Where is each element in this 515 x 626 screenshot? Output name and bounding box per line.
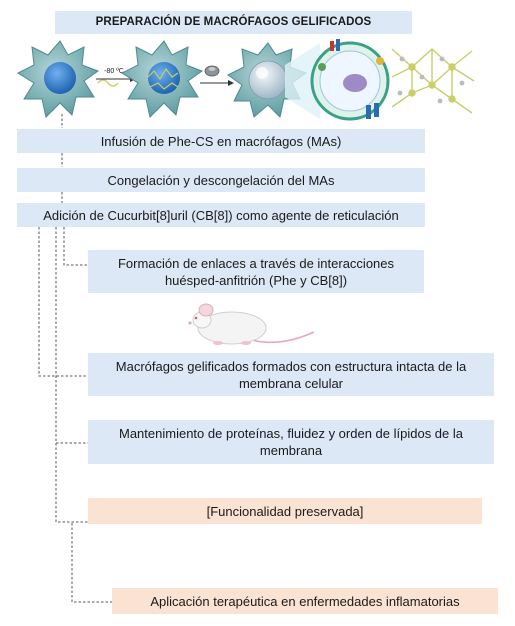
step-cb8-addition: Adición de Cucurbit[8]uril (CB[8]) como … [17,203,425,227]
macrophage-cell-icon [227,42,308,118]
step-membrane-maintenance: Mantenimiento de proteínas, fluidez y or… [88,420,494,464]
step-freeze-thaw: Congelación y descongelación del MAs [17,168,425,192]
gel-network-icon [391,48,475,114]
cb8-molecule-icon [200,65,234,86]
step-therapeutic-application: Aplicación terapéutica en enfermedades i… [112,588,498,614]
step-gelled-macrophages: Macrófagos gelificados formados con estr… [88,353,494,396]
macrophage-cell-icon [16,40,100,118]
mouse-icon [188,303,315,345]
zoomed-macrophage-icon [310,39,390,121]
step-host-guest-bonds: Formación de enlaces a través de interac… [88,250,424,293]
step-infusion: Infusión de Phe-CS en macrófagos (MAs) [17,129,425,153]
temperature-label: -80 ºC [104,68,124,75]
step-functionality-preserved: [Funcionalidad preservada] [88,498,482,524]
macrophage-process-illustration: -80 ºC [16,39,475,121]
macrophage-cell-icon [120,40,204,118]
gel-pore-dots [397,56,465,104]
diagram-title: PREPARACIÓN DE MACRÓFAGOS GELIFICADOS [55,11,412,34]
